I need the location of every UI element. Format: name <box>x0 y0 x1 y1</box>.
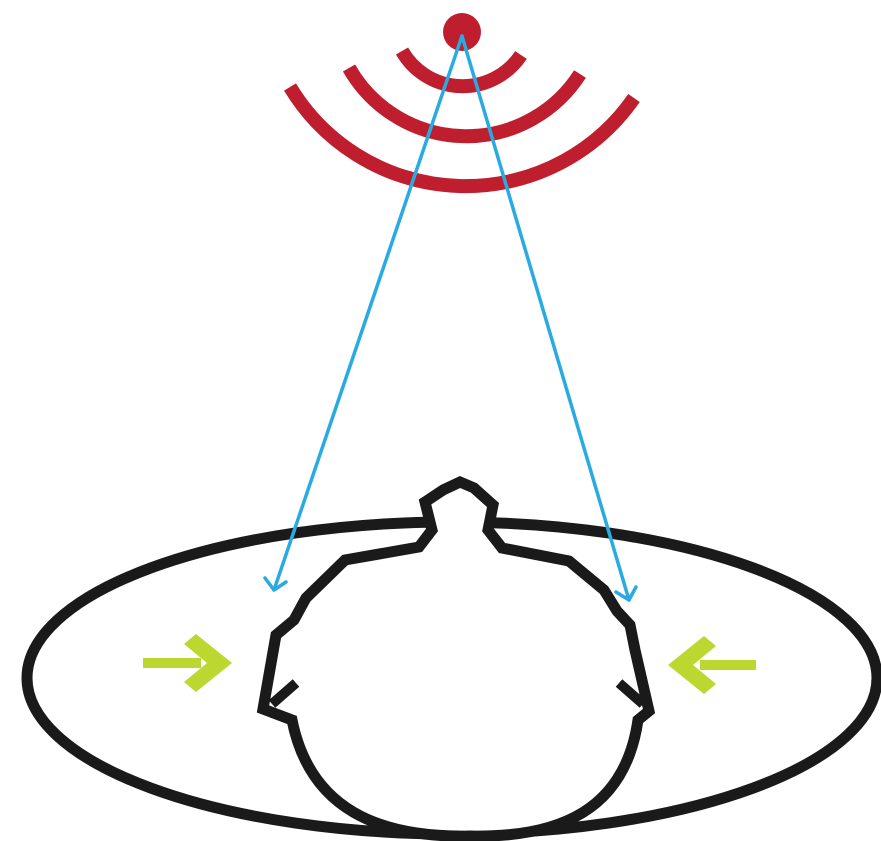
wave-middle <box>349 68 580 136</box>
signal-source-icon <box>443 13 481 51</box>
arrow-left-icon <box>668 636 756 694</box>
wave-inner <box>402 51 521 86</box>
arrow-right-icon <box>143 634 232 692</box>
radio-wave-icon <box>290 51 634 186</box>
